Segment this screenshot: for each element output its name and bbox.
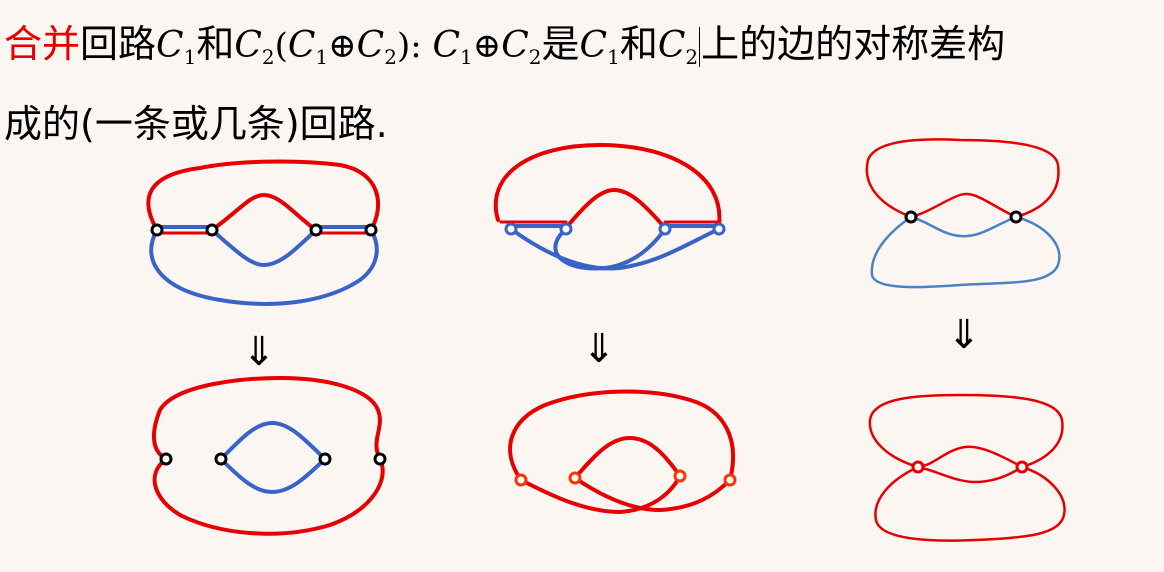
c2-cross-arc-2 (553, 227, 667, 271)
vertex (373, 452, 387, 466)
vertex (658, 222, 672, 236)
c1-loop (865, 138, 1060, 219)
vertex (911, 460, 925, 474)
vertex (150, 223, 164, 237)
vertex (159, 452, 173, 466)
vertex (568, 471, 582, 485)
vertex (318, 452, 332, 466)
symdiff-inner-arc (573, 436, 682, 480)
vertex (504, 222, 518, 236)
vertex (214, 452, 228, 466)
c1-outer-arc (493, 143, 722, 227)
vertex (904, 210, 918, 224)
example2-before (493, 143, 726, 271)
vertex (1015, 460, 1029, 474)
example2-after (508, 389, 737, 514)
down-arrow-icon: ⇓ (582, 326, 616, 372)
vertex (309, 223, 323, 237)
symdiff-lower-loop (874, 465, 1066, 542)
vertex (712, 222, 726, 236)
vertex (1009, 210, 1023, 224)
example1-after (152, 376, 387, 536)
text-cursor (699, 26, 701, 67)
example1-before (146, 159, 380, 306)
definition-line-2: 成的(一条或几条)回路. (4, 102, 388, 146)
symdiff-outer-arc (508, 389, 736, 482)
c1-outer-arc (146, 159, 380, 232)
c2-inner-arc (210, 228, 318, 267)
c2-loop (870, 215, 1061, 289)
vertex (205, 223, 219, 237)
vertex (673, 469, 687, 483)
symdiff-upper-loop (868, 393, 1064, 469)
c2-cross-arc-1 (509, 227, 721, 271)
vertex (364, 223, 378, 237)
down-arrow-icon: ⇓ (242, 329, 276, 375)
vertex (723, 473, 737, 487)
down-arrow-icon: ⇓ (947, 312, 981, 358)
c1-inner-arc (564, 188, 667, 230)
c1-inner-arc (210, 193, 318, 232)
symdiff-cross-2 (573, 476, 732, 512)
symdiff-outer-loop (152, 376, 385, 536)
vertex (514, 473, 528, 487)
highlight-term: 合并 (4, 22, 81, 66)
symdiff-cross-1 (519, 474, 682, 514)
definition-line-1: 合并回路C1和C2(C1⊕C2): C1⊕C2是C1和C2上的边的对称差构 (4, 22, 1006, 69)
example3-after (868, 393, 1066, 542)
vertex (559, 222, 573, 236)
example3-before (865, 138, 1061, 289)
symdiff-inner-loop (219, 421, 327, 494)
c2-outer-arc (149, 228, 379, 306)
